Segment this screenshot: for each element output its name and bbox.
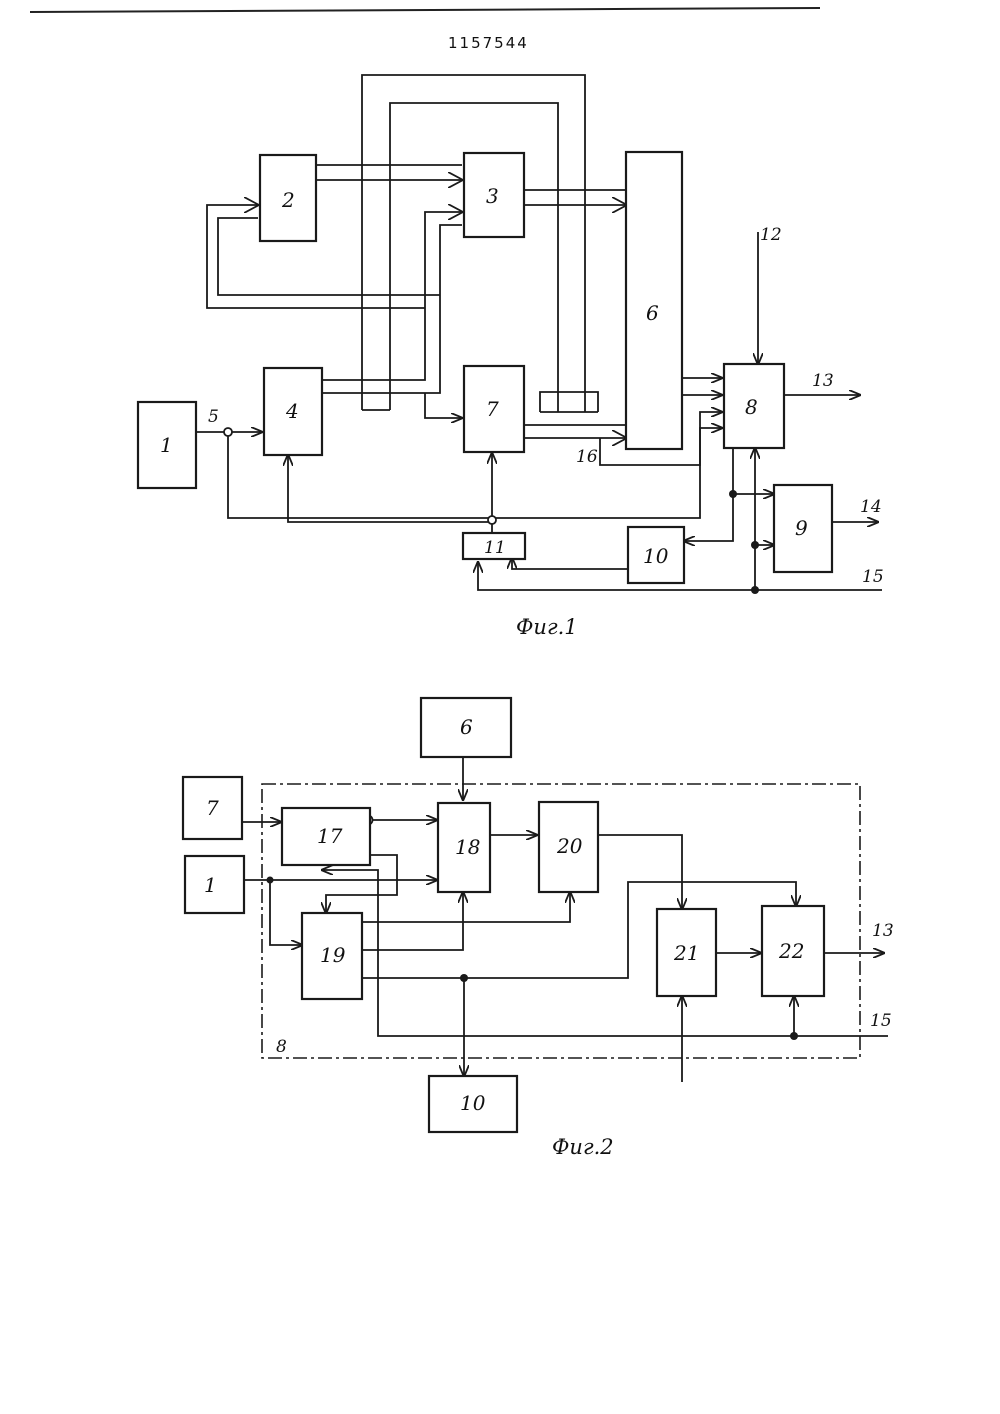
fig1-caption: Фиг.1 [516,615,578,639]
svg-text:1: 1 [160,433,173,457]
fig2-block-6: 6 [421,698,511,757]
svg-text:6: 6 [646,301,659,325]
svg-text:9: 9 [795,516,808,540]
fig2-block-22: 22 [762,906,824,996]
fig1-bus-2-to-3 [316,165,462,180]
fig1-label-15: 15 [862,567,884,587]
fig1-block-2: 2 [260,155,316,241]
fig1-block-7: 7 [464,366,524,452]
svg-text:10: 10 [643,544,669,568]
fig1-outer-loop-buses [362,75,598,412]
fig1-bus-4-to-3 [322,212,462,393]
fig1-junction-15 [751,586,759,594]
fig2-block-10: 10 [429,1076,517,1132]
fig1-block-11: 11 [463,533,525,559]
page-top-rule [30,8,820,12]
fig1-junction-8b [751,541,759,549]
fig2-block-21: 21 [657,909,716,996]
fig2-label-13: 13 [872,921,894,941]
fig1-bus-3-to-6 [524,190,626,205]
fig1-label-13: 13 [812,371,834,391]
fig2-caption: Фиг.2 [552,1135,614,1159]
fig1-label-5: 5 [208,407,219,427]
fig1-bus-7-to-6 [524,425,626,438]
fig1-block-6: 6 [626,152,682,449]
fig1-line-6-to-8 [682,378,722,395]
svg-text:3: 3 [486,184,499,208]
svg-text:20: 20 [556,834,583,858]
fig1-block-4: 4 [264,368,322,455]
fig1-label-12: 12 [760,225,782,245]
svg-text:8: 8 [745,395,758,419]
svg-text:10: 10 [460,1091,486,1115]
svg-text:11: 11 [484,538,506,558]
patent-number: 1157544 [448,34,529,52]
fig1-junction-11 [488,516,496,524]
fig1-label-16: 16 [576,447,598,467]
fig2-label-15: 15 [870,1011,892,1031]
fig1-block-9: 9 [774,485,832,572]
fig2-junction-15 [790,1032,798,1040]
fig2-block-18: 18 [438,803,490,892]
svg-text:17: 17 [317,824,343,848]
fig1-junction-5 [224,428,232,436]
svg-text:21: 21 [673,941,699,965]
svg-text:18: 18 [455,835,480,859]
fig1-bus-4-to-7 [425,393,462,418]
svg-text:7: 7 [206,796,219,820]
fig1-block-1: 1 [138,402,196,488]
fig2-junction-1 [267,877,274,884]
svg-text:19: 19 [320,943,346,967]
svg-text:4: 4 [285,399,299,423]
fig2-block-20: 20 [539,802,598,892]
fig2-block-19: 19 [302,913,362,999]
figure-1: 1 2 3 4 6 7 8 9 [138,75,884,639]
figure-2: 8 6 [183,698,894,1159]
fig2-block-17: 17 [282,808,370,865]
fig1-bus-feedback-to-2 [207,205,440,308]
fig1-block-3: 3 [464,153,524,237]
svg-text:6: 6 [460,715,473,739]
fig2-label-8: 8 [276,1037,287,1057]
fig1-line-10-to-11 [512,558,628,569]
fig2-block-1: 1 [185,856,244,913]
fig2-junction-19 [460,974,468,982]
fig1-block-8: 8 [724,364,784,448]
svg-text:2: 2 [281,188,295,212]
fig1-line-8-to-9 [684,448,774,541]
fig1-label-14: 14 [860,497,882,517]
fig1-line-11-up [288,453,492,534]
fig2-block-7: 7 [183,777,242,839]
fig1-junction-8a [729,490,737,498]
svg-text:1: 1 [204,873,217,897]
svg-text:22: 22 [778,939,804,963]
svg-text:7: 7 [486,397,499,421]
fig1-block-10: 10 [628,527,684,583]
